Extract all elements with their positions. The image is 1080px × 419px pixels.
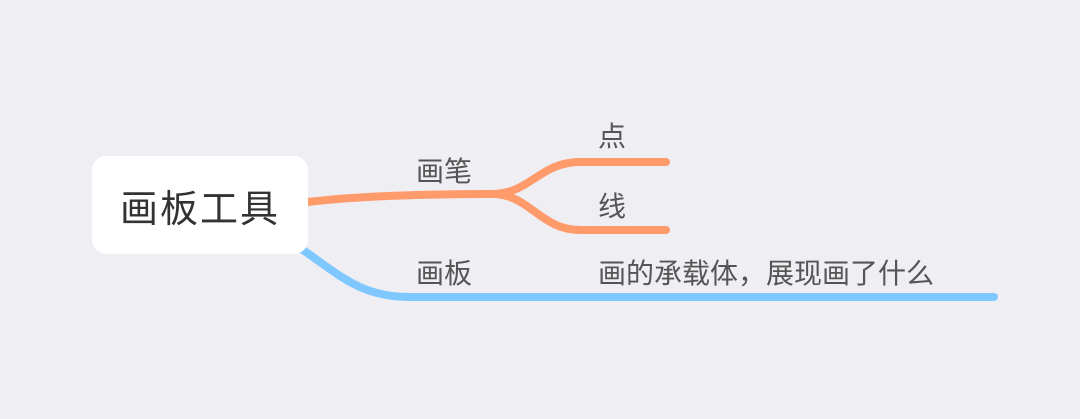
root-node[interactable]: 画板工具: [92, 156, 308, 254]
leaf-label-canvas-description[interactable]: 画的承载体，展现画了什么: [598, 257, 935, 290]
leaf-label-line[interactable]: 线: [598, 190, 627, 223]
branch-label-brush[interactable]: 画笔: [416, 155, 473, 188]
edge-root-to-brush: [304, 190, 496, 206]
root-node-label: 画板工具: [119, 186, 280, 231]
edge-root-to-canvas: [296, 244, 496, 301]
branch-label-canvas[interactable]: 画板: [416, 257, 473, 290]
edge-brush-to-dot: [488, 158, 670, 198]
leaf-label-dot[interactable]: 点: [598, 120, 627, 153]
edge-brush-to-line: [488, 190, 670, 234]
